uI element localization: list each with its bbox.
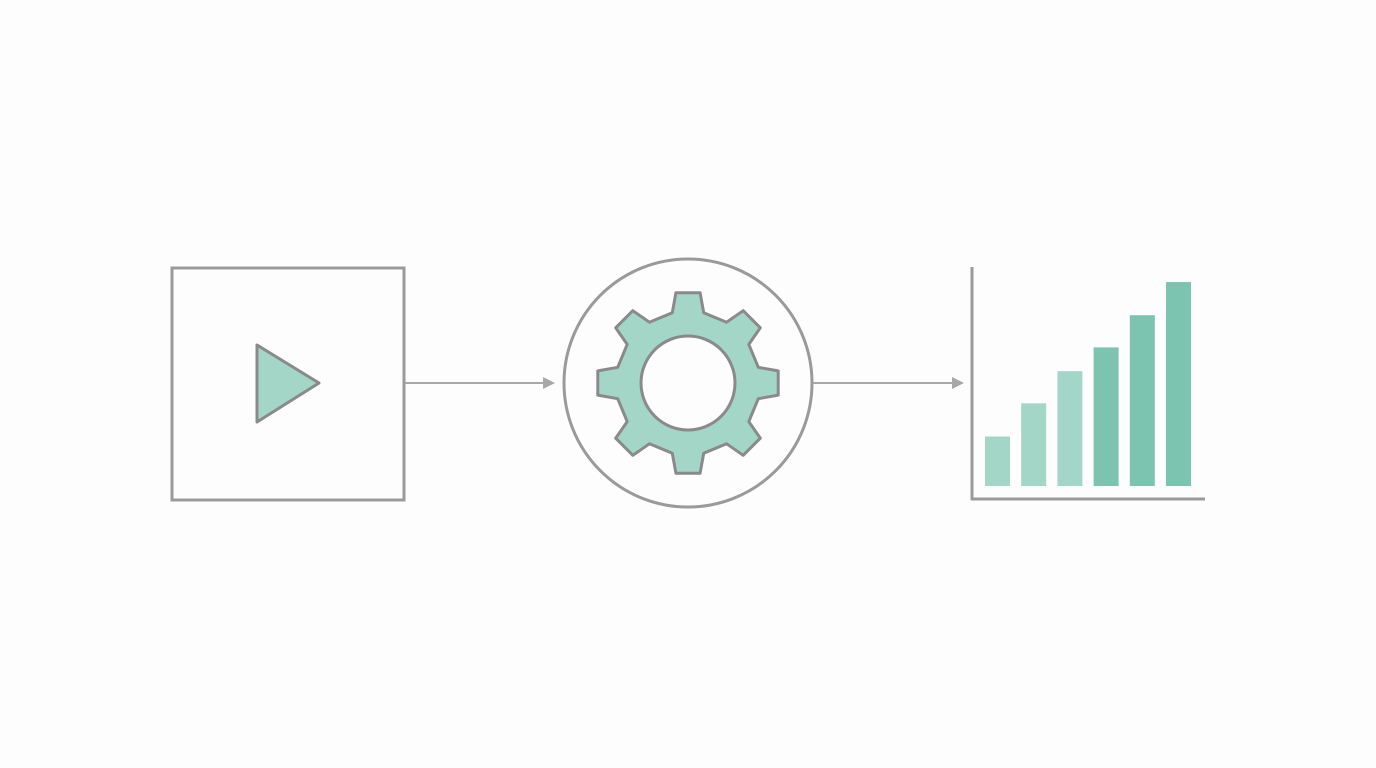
- bar-4: [1093, 347, 1119, 486]
- process-circle: [562, 257, 814, 509]
- bar-3: [1057, 371, 1083, 486]
- process-node: [562, 257, 814, 509]
- input-node: [170, 266, 406, 502]
- bar-chart-icon: [970, 267, 1205, 501]
- bar-6: [1166, 282, 1191, 486]
- bar-5: [1129, 315, 1155, 486]
- gear-icon: [596, 291, 780, 475]
- bar-1: [985, 436, 1010, 486]
- input-box: [170, 266, 406, 502]
- play-icon: [255, 343, 321, 424]
- bar-2: [1021, 403, 1047, 486]
